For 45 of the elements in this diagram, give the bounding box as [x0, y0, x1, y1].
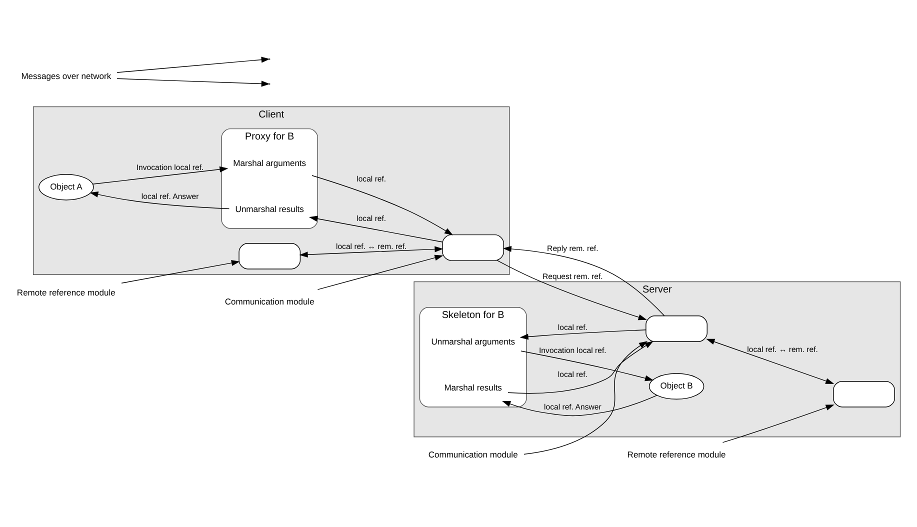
edge-label: local ref. Answer — [544, 402, 602, 412]
arrow — [502, 394, 658, 416]
arrow — [722, 404, 834, 443]
node-text: Marshal arguments — [233, 158, 306, 168]
arrow — [496, 260, 647, 320]
arrow — [508, 341, 654, 394]
edge-label: local ref. — [356, 174, 386, 184]
node-text: Messages over network — [21, 71, 112, 82]
node-text: Remote reference module — [16, 287, 116, 298]
node-ellipse: Object A — [38, 174, 94, 200]
arrow — [121, 260, 240, 284]
edge-label: local ref. — [558, 370, 588, 379]
edge-label: local ref. ↔ rem. ref. — [747, 345, 818, 354]
arrow — [299, 246, 444, 258]
node-box — [833, 381, 895, 408]
edge-label: local ref. — [356, 214, 386, 224]
node-ellipse: Object B — [648, 373, 704, 400]
arrow — [520, 350, 654, 382]
arrow — [520, 330, 646, 340]
arrow — [116, 56, 270, 73]
arrow — [90, 192, 230, 210]
arrow — [308, 216, 443, 242]
arrow — [502, 246, 665, 316]
arrow — [92, 166, 228, 185]
node-text: Unmarshal arguments — [431, 336, 515, 346]
node-text: Communication module — [428, 450, 518, 460]
edge-label: local ref. Answer — [141, 192, 199, 202]
arrow — [706, 338, 834, 384]
node-box — [646, 316, 708, 342]
node-text: Remote reference module — [627, 450, 726, 460]
arrow — [116, 78, 270, 87]
node-box — [442, 234, 504, 261]
edge-label: Reply rem. ref. — [547, 244, 598, 254]
node-text: Communication module — [224, 296, 314, 307]
edge-label: local ref. — [558, 323, 588, 332]
edge-label: Invocation local ref. — [136, 162, 204, 172]
arrow — [312, 175, 454, 236]
arrow — [317, 254, 444, 290]
node-text: Unmarshal results — [235, 204, 304, 214]
edge-label: Invocation local ref. — [539, 346, 606, 355]
arrow — [524, 341, 648, 455]
edge-label: local ref. ↔ rem. ref. — [336, 242, 407, 251]
node-box — [238, 243, 301, 270]
edge-label: Request rem. ref. — [542, 272, 603, 281]
node-text: Marshal results — [444, 382, 502, 393]
